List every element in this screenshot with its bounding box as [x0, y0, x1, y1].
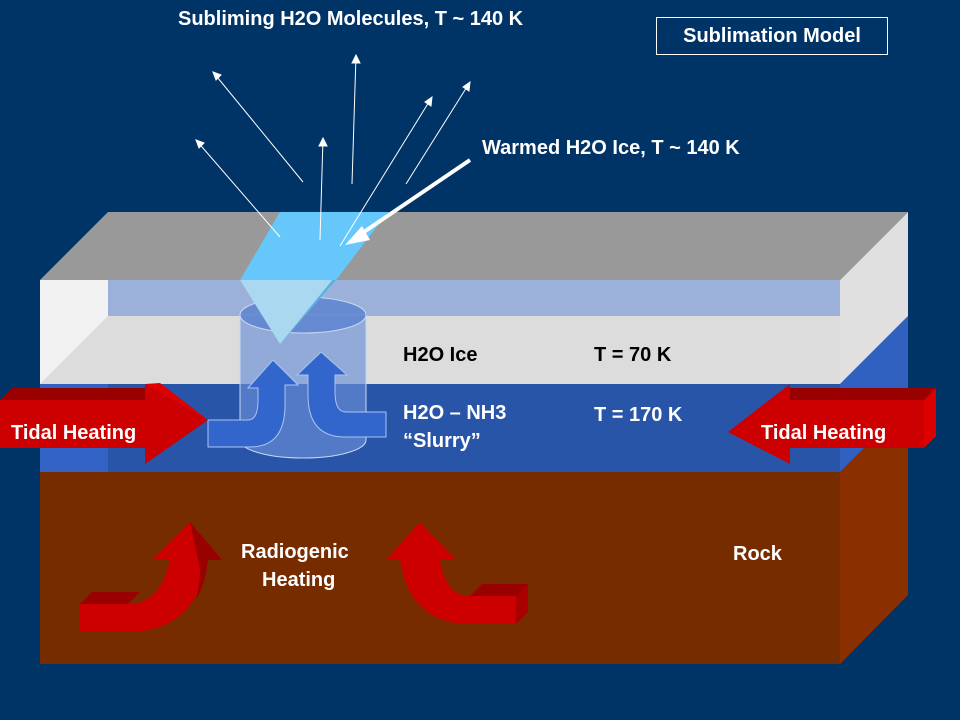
radiogenic-heating-arrow-right: [386, 522, 528, 624]
warmed-ice-label: Warmed H2O Ice, T ~ 140 K: [482, 137, 740, 159]
radiogenic-label-line2: Heating: [262, 569, 336, 591]
subliming-molecule-rays: [195, 53, 471, 247]
slurry-label-line1: H2O – NH3: [403, 402, 507, 424]
subliming-molecules-label: Subliming H2O Molecules, T ~ 140 K: [178, 8, 524, 30]
ice-top: [40, 212, 908, 280]
radiogenic-label-line1: Radiogenic: [241, 541, 349, 563]
slurry-label-line2: “Slurry”: [403, 430, 481, 452]
rock-side: [840, 404, 908, 664]
rock-label: Rock: [733, 543, 782, 565]
ice-temperature-label: T = 70 K: [594, 344, 672, 366]
upwelling-arrows: [207, 351, 387, 448]
sublimation-model-title: Sublimation Model: [656, 17, 888, 55]
tidal-heating-right-label: Tidal Heating: [761, 422, 887, 444]
tidal-heating-arrow-right: [728, 384, 936, 464]
ice-left-cutaway: [40, 280, 108, 384]
tidal-heating-left-label: Tidal Heating: [11, 422, 137, 444]
radiogenic-heating-arrow-left: [80, 522, 222, 632]
slurry-temperature-label: T = 170 K: [594, 404, 683, 426]
warmed-ice-pointer-arrow: [345, 158, 472, 245]
ice-side: [840, 212, 908, 384]
tidal-heating-arrow-left: [0, 383, 208, 464]
ice-band: [108, 280, 840, 316]
ice-layer-label: H2O Ice: [403, 344, 478, 366]
